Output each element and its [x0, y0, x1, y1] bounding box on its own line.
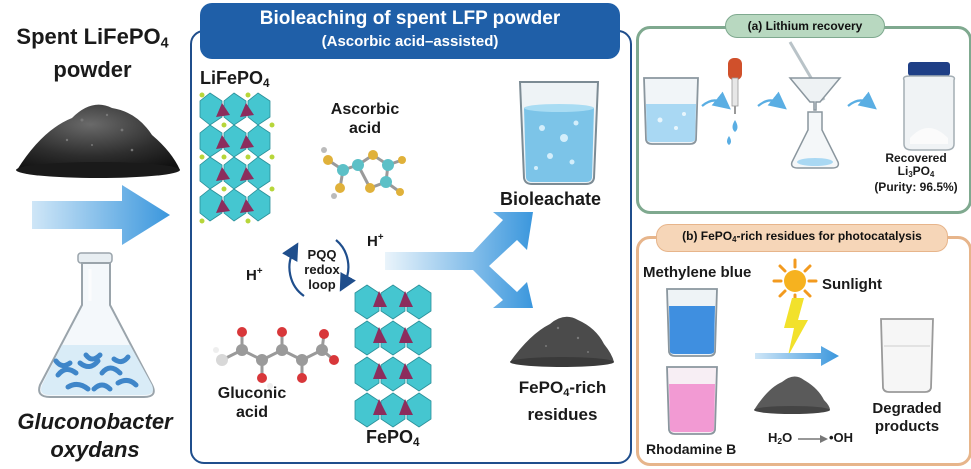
fepo4-label: FePO4 [366, 427, 420, 449]
split-arrow [385, 212, 533, 308]
lifepo4-crystal-structure [199, 92, 275, 224]
sunlight-label: Sunlight [822, 276, 882, 293]
lithium-recovery-title: (a) Lithium recovery [725, 14, 885, 38]
bioleaching-title-banner: Bioleaching of spent LFP powder (Ascorbi… [200, 3, 620, 59]
hydroxyl-radical-label: •OH [829, 430, 854, 445]
ascorbic-acid-molecule [321, 147, 406, 199]
fepo4-catalyst-pile [754, 376, 830, 414]
erlenmeyer-flask-bacteria-image [38, 252, 155, 398]
sun-icon [772, 258, 818, 304]
pqq-redox-loop-arrows [282, 239, 356, 297]
spent-lfp-title: Spent LiFePO4 powder [16, 24, 169, 82]
proton-right-label: H+ [367, 232, 384, 250]
lightning-bolt-icon [784, 298, 808, 356]
reaction-arrow [798, 435, 828, 443]
photocatalysis-title: (b) FePO4-rich residues for photocatalys… [656, 224, 948, 252]
bioleaching-title: Bioleaching of spent LFP powder [259, 8, 561, 29]
bioleachate-beaker [518, 81, 600, 185]
fepo4-residues-label: FePO4-rich residues [518, 378, 607, 424]
feed-arrow [32, 185, 170, 245]
rhodamine-b-label: Rhodamine B [646, 441, 737, 457]
degraded-products-beaker [880, 318, 934, 393]
spent-powder-pile-image [16, 104, 180, 178]
methylene-blue-beaker [666, 288, 718, 357]
fepo4-crystal-structure [354, 284, 432, 428]
recovered-li3po4-label: Recovered Li3PO4 (Purity: 96.5%) [874, 151, 958, 194]
methylene-blue-label: Methylene blue [643, 264, 752, 281]
degradation-arrow [755, 346, 839, 366]
organism-name: Gluconobacter oxydans [17, 409, 173, 462]
rhodamine-b-beaker [666, 366, 718, 435]
bioleachate-label: Bioleachate [500, 189, 602, 209]
water-to-hydroxyl-reaction: H2O [768, 430, 793, 447]
lithium-recovery-sequence [643, 41, 956, 169]
proton-left-label: H+ [246, 266, 263, 284]
lifepo4-label: LiFePO4 [200, 68, 270, 90]
gluconic-acid-molecule [213, 327, 339, 389]
bioleaching-subtitle: (Ascorbic acid–assisted) [321, 33, 499, 50]
fepo4-residue-pile [510, 316, 614, 367]
